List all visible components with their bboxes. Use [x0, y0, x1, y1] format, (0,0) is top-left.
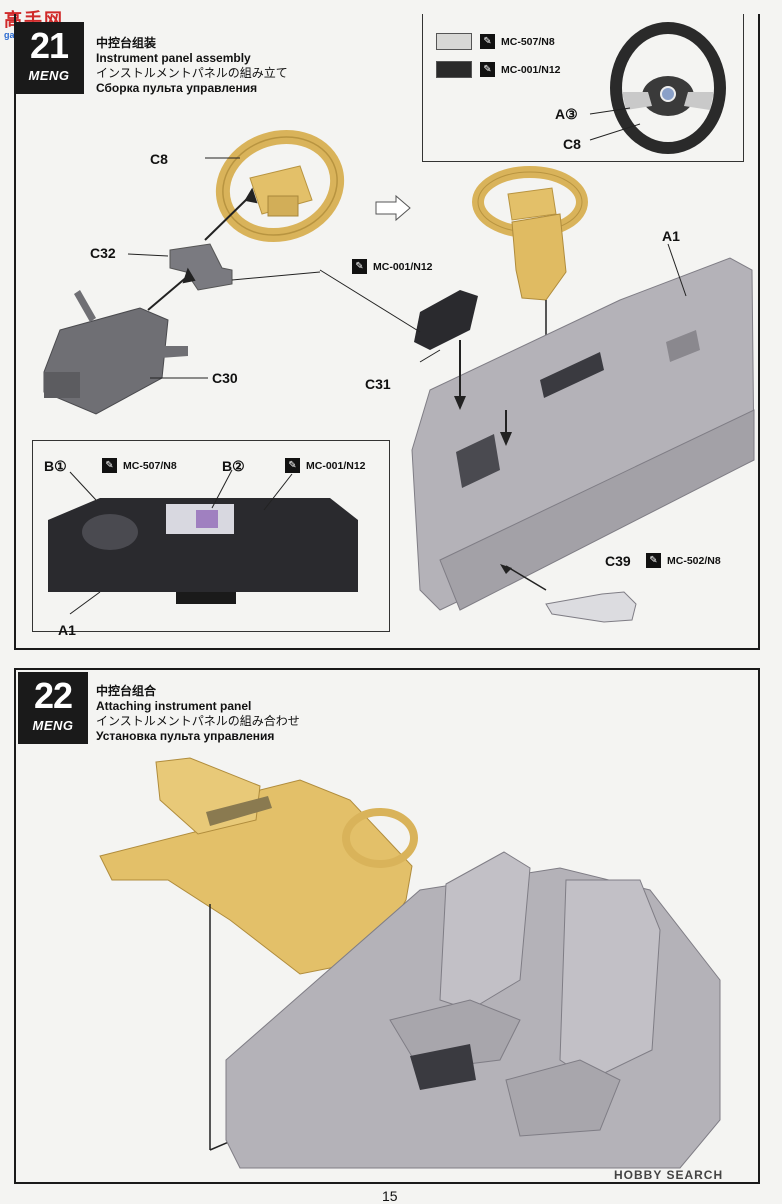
legend-dark-swatch	[436, 61, 472, 78]
callout-a3: A③	[555, 106, 578, 122]
label-a1-main: A1	[662, 228, 680, 244]
label-c32: C32	[90, 245, 116, 261]
step-21-title-ja: インストルメントパネルの組み立て	[96, 66, 288, 80]
part-c30	[43, 290, 208, 415]
paint-b1: ✎ MC-507/N8	[102, 458, 177, 473]
next-arrow	[375, 194, 411, 222]
label-c8: C8	[150, 151, 168, 167]
brush-icon: ✎	[646, 553, 661, 568]
step-22-title-ru: Установка пульта управления	[96, 729, 275, 743]
wheel-column-assembled	[472, 166, 588, 410]
step-22-title-en: Attaching instrument panel	[96, 699, 252, 713]
step-21-number: 21	[29, 25, 69, 66]
step-21-badge: 21 MENG	[14, 22, 84, 94]
legend-box	[422, 14, 744, 162]
step-21-panel	[14, 14, 760, 650]
part-c31	[231, 269, 478, 363]
step-22-chassis	[225, 851, 721, 1169]
paint-b2-code: MC-001/N12	[306, 459, 366, 472]
legend-light: ✎ MC-507/N8	[436, 33, 555, 50]
step-22-panel	[14, 668, 760, 1184]
paint-b2: ✎ MC-001/N12	[285, 458, 366, 473]
brush-icon: ✎	[352, 259, 367, 274]
label-b2: B②	[222, 458, 245, 474]
step-21-title-ru: Сборка пульта управления	[96, 81, 258, 95]
step-22-title-ja: インストルメントパネルの組み合わせ	[96, 714, 300, 728]
brush-icon: ✎	[285, 458, 300, 473]
assembly-arrows	[147, 187, 258, 311]
step-22-brand: MENG	[32, 718, 74, 733]
brush-icon: ✎	[480, 62, 495, 77]
label-c31: C31	[365, 376, 391, 392]
hobby-search-text: HOBBY SEARCH	[614, 1168, 724, 1182]
steering-wheel-render	[589, 22, 726, 154]
brush-icon: ✎	[102, 458, 117, 473]
step-22-tan-panel	[99, 757, 418, 1151]
paint-c39-code: MC-502/N8	[667, 554, 721, 567]
step-21-title-zh: 中控台组装	[96, 36, 157, 50]
paint-c31-code: MC-001/N12	[373, 260, 433, 273]
paint-b1-code: MC-507/N8	[123, 459, 177, 472]
legend-light-swatch	[436, 33, 472, 50]
paint-c39: ✎ MC-502/N8	[646, 553, 721, 568]
part-c8-wheel	[205, 129, 345, 243]
step-21-titles: 中控台组装 Instrument panel assembly インストルメント…	[96, 36, 288, 96]
label-c30: C30	[212, 370, 238, 386]
legend-light-code: MC-507/N8	[501, 35, 555, 48]
paint-c31: ✎ MC-001/N12	[352, 259, 433, 274]
brush-icon: ✎	[480, 34, 495, 49]
step-21-title-en: Instrument panel assembly	[96, 51, 251, 65]
step-22-badge: 22 MENG	[18, 672, 88, 744]
part-c32	[127, 243, 233, 291]
part-c39	[500, 564, 637, 623]
detail-inset-box	[32, 440, 390, 632]
hobby-search-logo: HOBBY SEARCH	[614, 1168, 723, 1182]
step-22-title-zh: 中控台组合	[96, 684, 157, 698]
label-c39: C39	[605, 553, 631, 569]
step-22-number: 22	[33, 675, 73, 716]
part-a1-dashboard	[411, 243, 755, 611]
step-22-titles: 中控台组合 Attaching instrument panel インストルメン…	[96, 684, 300, 744]
label-a1-detail: A1	[58, 622, 76, 638]
step-21-brand: MENG	[28, 68, 70, 83]
legend-dark: ✎ MC-001/N12	[436, 61, 561, 78]
detail-dashboard	[48, 469, 358, 615]
label-b1: B①	[44, 458, 67, 474]
legend-dark-code: MC-001/N12	[501, 63, 561, 76]
callout-c8-legend: C8	[563, 136, 581, 152]
